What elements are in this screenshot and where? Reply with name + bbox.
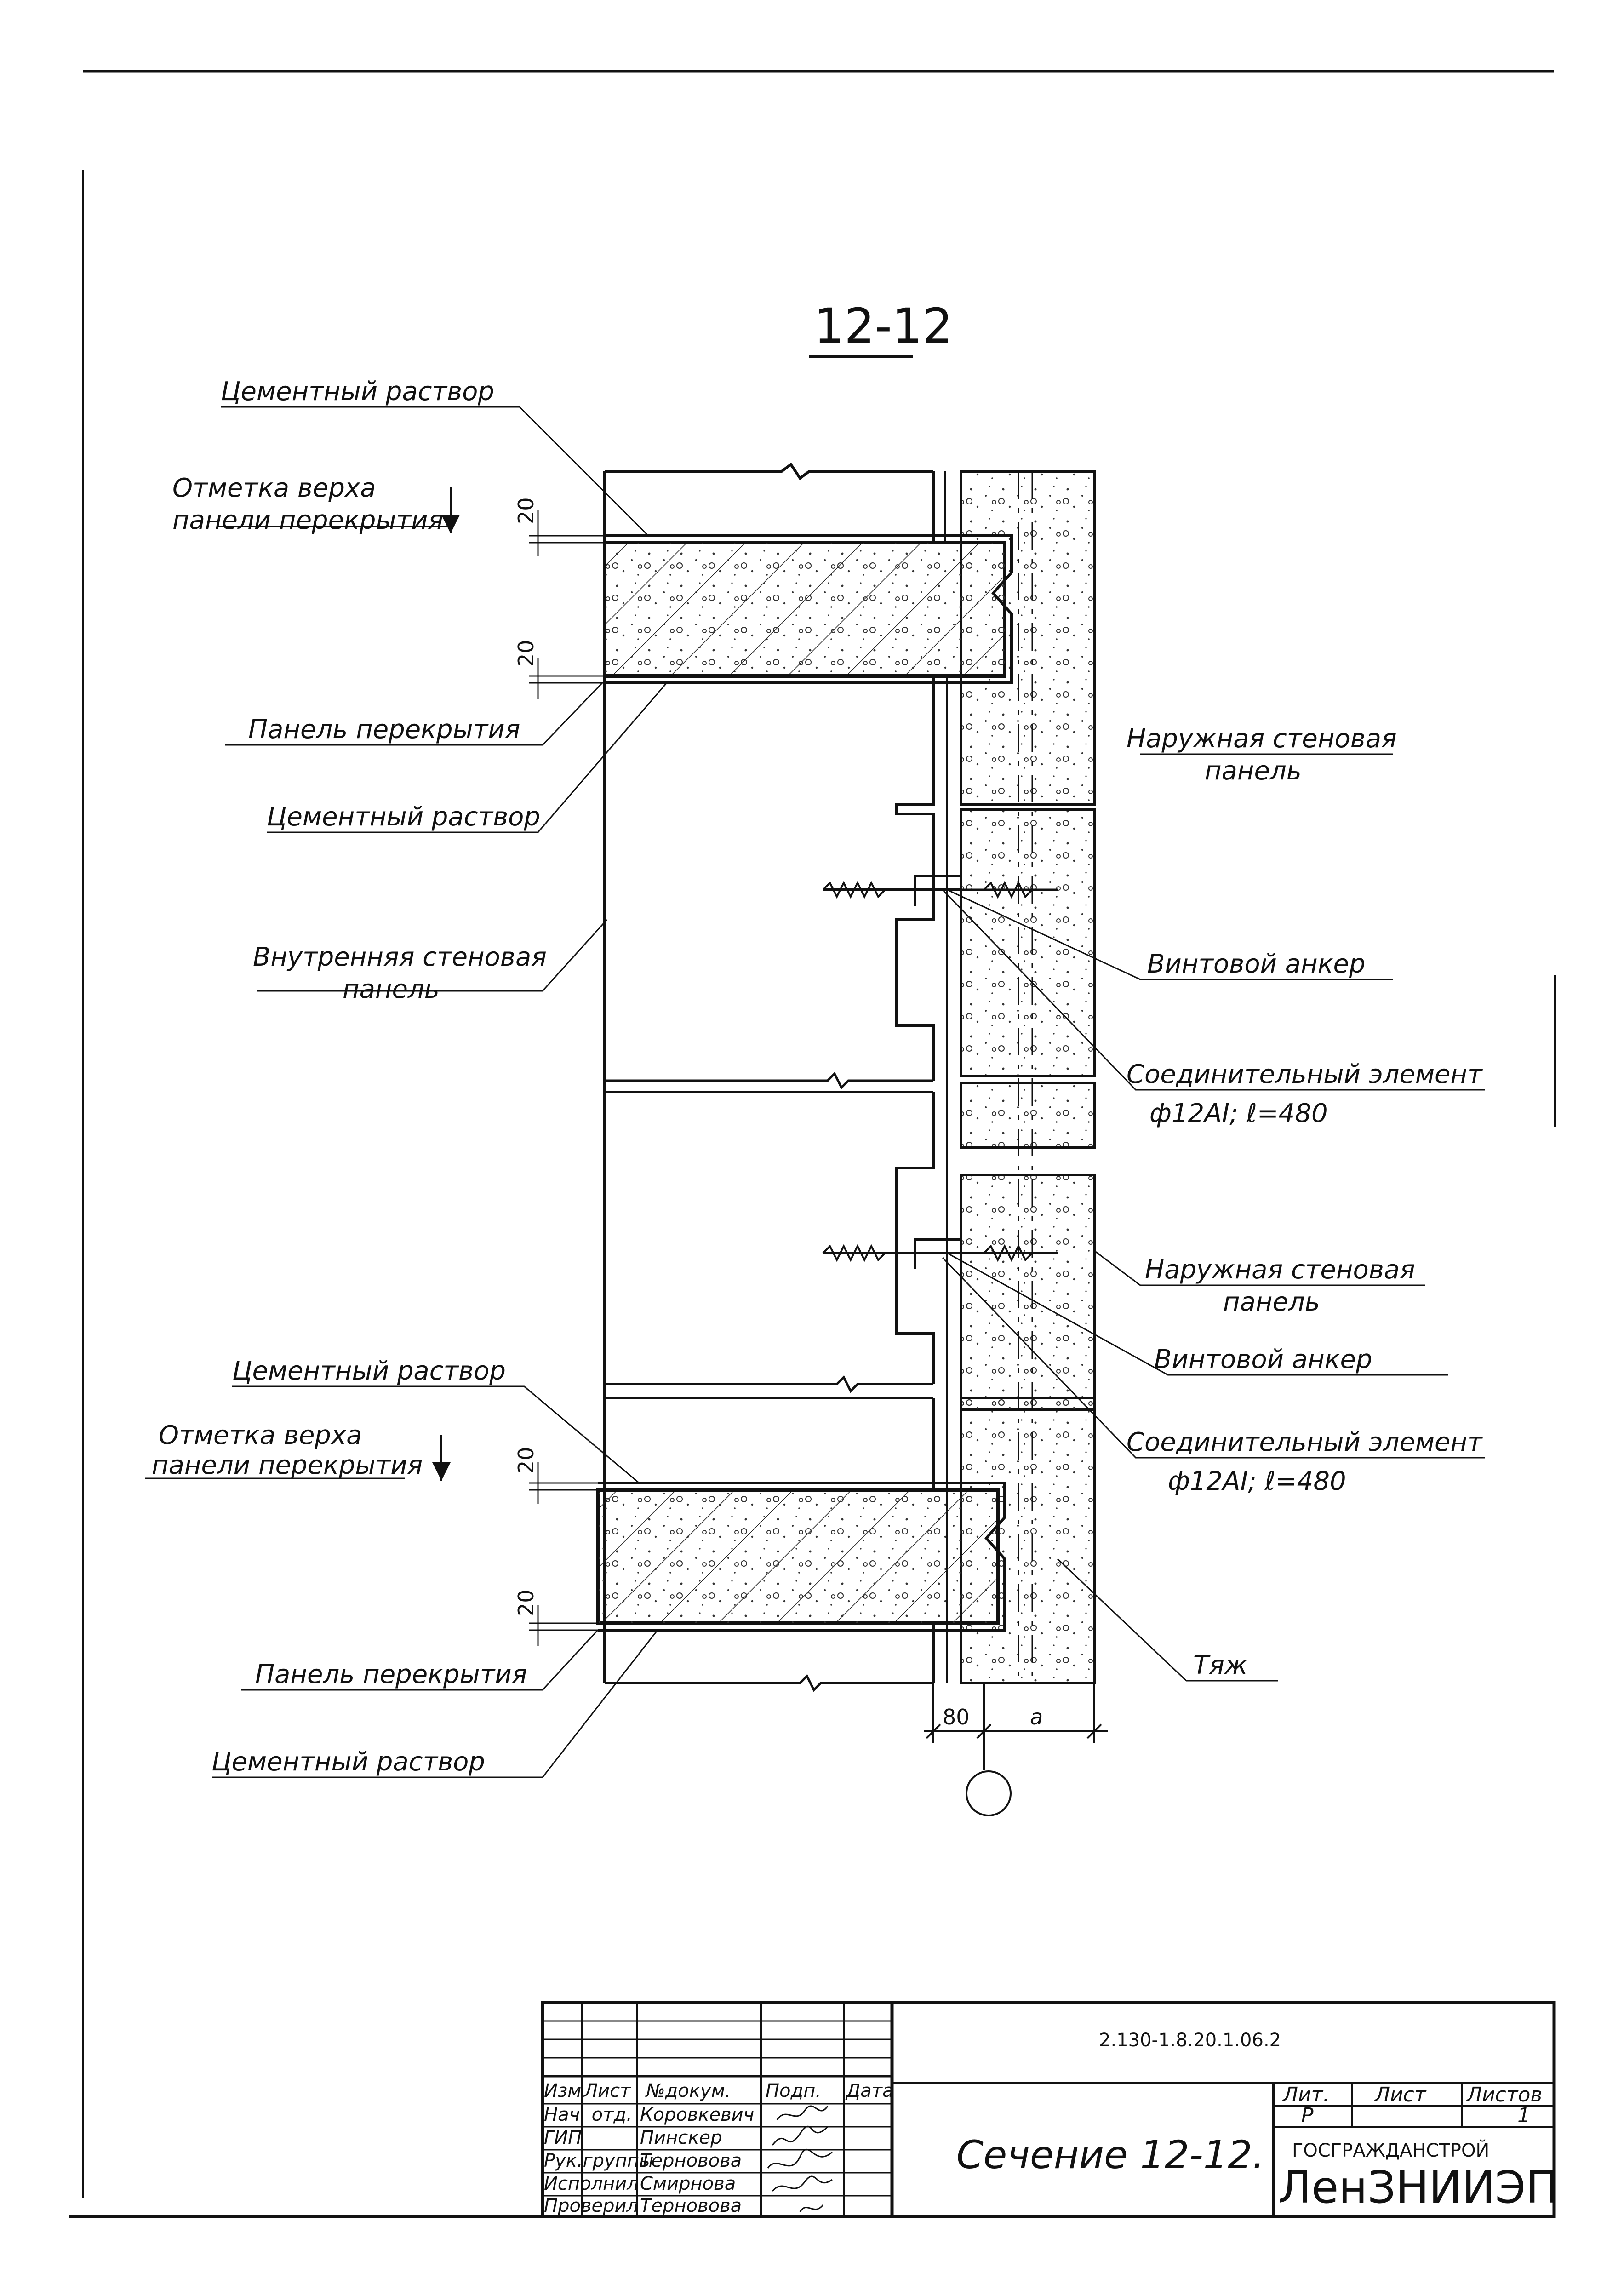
tb-sheet-header: Лист	[1374, 2083, 1427, 2107]
label-floor-panel-1: Панель перекрытия	[248, 715, 520, 744]
label-cement-mortar-1: Цементный раствор	[221, 377, 494, 406]
outer-wall-panel-middle	[960, 808, 1096, 1077]
level-marker-lower	[432, 1435, 451, 1481]
dim-gap-bottom-1: 20	[514, 640, 538, 667]
label-top-mark-2-line2: панели перекрытия	[152, 1450, 423, 1480]
label-connector-2-line1: Соединительный элемент	[1127, 1427, 1483, 1457]
label-inner-wall-line1: Внутренняя стеновая	[253, 942, 547, 972]
tb-row-name: Коровкевич	[640, 2104, 754, 2125]
outer-wall-panel-lower	[960, 1174, 1096, 1411]
tb-org-logo: ЛенЗНИИЭП	[1278, 2162, 1559, 2213]
title-block	[541, 2001, 1556, 2218]
label-outer-wall-1-line1: Наружная стеновая	[1127, 724, 1397, 754]
tb-row-role: Рук.группы	[544, 2150, 654, 2171]
tb-header-izm: Изм	[544, 2080, 581, 2101]
label-floor-panel-2: Панель перекрытия	[255, 1660, 527, 1689]
dim-gap-top-2: 20	[514, 1447, 538, 1474]
tb-row-name: Пинскер	[640, 2127, 722, 2148]
tb-stage: Р	[1301, 2104, 1314, 2127]
label-screw-anchor-2: Винтовой анкер	[1154, 1345, 1372, 1374]
tb-row-role: ГИП	[544, 2127, 582, 2148]
tb-sheets-header: Листов	[1466, 2083, 1542, 2107]
label-outer-wall-2-line1: Наружная стеновая	[1145, 1255, 1415, 1285]
tb-org: ГОСГРАЖДАНСТРОЙ	[1292, 2139, 1489, 2161]
label-cement-mortar-2: Цементный раствор	[267, 802, 540, 832]
label-screw-anchor-1: Винтовой анкер	[1147, 949, 1366, 979]
outer-wall-strip	[960, 1082, 1096, 1149]
section-title: 12-12	[814, 298, 953, 354]
tb-header-date: Дата	[845, 2080, 894, 2101]
tb-row-role: Проверил	[544, 2195, 638, 2216]
screw-anchor-lower	[822, 1238, 1058, 1278]
label-outer-wall-1-line2: панель	[1205, 756, 1302, 786]
tb-sheets: 1	[1517, 2104, 1530, 2127]
tb-row-role: Нач. отд.	[544, 2104, 632, 2125]
label-tie: Тяж	[1193, 1650, 1247, 1680]
dim-offset: 80	[943, 1705, 970, 1729]
label-outer-wall-2-line2: панель	[1223, 1287, 1320, 1317]
dim-width: a	[1030, 1705, 1043, 1729]
tb-header-list: Лист	[583, 2080, 631, 2101]
tb-row-name: Смирнова	[640, 2173, 736, 2194]
tb-sheet-title: Сечение 12-12.	[956, 2132, 1264, 2177]
dim-gap-top-1: 20	[514, 497, 538, 524]
signatures	[767, 2105, 833, 2212]
tb-row-name: Терновова	[640, 2150, 742, 2171]
label-connector-1-line1: Соединительный элемент	[1127, 1059, 1483, 1089]
level-marker-upper	[441, 487, 460, 533]
label-top-mark-1-line1: Отметка верха	[172, 473, 376, 503]
tb-row-name: Терновова	[640, 2195, 742, 2216]
label-top-mark-1-line2: панели перекрытия	[172, 505, 443, 535]
label-top-mark-2-line1: Отметка верха	[159, 1420, 362, 1450]
label-cement-mortar-3: Цементный раствор	[232, 1356, 506, 1386]
tb-header-sign: Подп.	[766, 2080, 821, 2101]
label-connector-2-line2: ф12АI; ℓ=480	[1168, 1466, 1346, 1496]
label-inner-wall-line2: панель	[343, 974, 440, 1004]
section-drawing	[145, 406, 1485, 1816]
tb-stage-header: Лит.	[1282, 2083, 1329, 2107]
tb-row-role: Исполнил	[544, 2173, 639, 2194]
tb-header-doc: №докум.	[645, 2080, 731, 2101]
label-cement-mortar-4: Цементный раствор	[212, 1747, 485, 1777]
axis-marker-circle	[966, 1770, 1012, 1816]
tb-doc-code: 2.130-1.8.20.1.06.2	[1099, 2030, 1281, 2051]
label-connector-1-line2: ф12АI; ℓ=480	[1149, 1099, 1328, 1128]
dim-gap-bottom-2: 20	[514, 1589, 538, 1616]
